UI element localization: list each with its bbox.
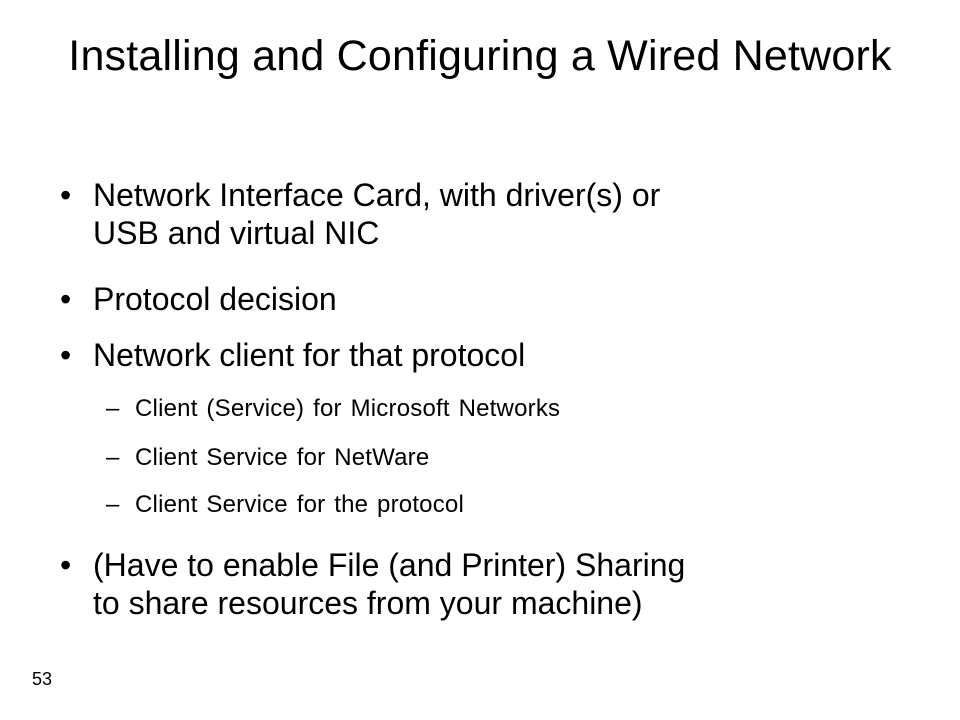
sub-bullet-text: Client (Service) for Microsoft Networks [135, 395, 561, 422]
bullet-text: Network Interface Card, with driver(s) o… [93, 177, 661, 251]
page-number: 53 [32, 669, 53, 689]
sub-bullet-marker: – [106, 444, 120, 471]
sub-bullet-marker: – [106, 491, 120, 518]
bullet-text: Network client for that protocol [93, 337, 526, 373]
sub-bullet-marker: – [106, 395, 120, 422]
slide-title: Installing and Configuring a Wired Netwo… [68, 32, 892, 80]
bullet-marker: • [60, 281, 72, 317]
bullet-marker: • [60, 337, 72, 373]
bullet-text: Protocol decision [93, 281, 337, 317]
bullet-text: (Have to enable File (and Printer) Shari… [93, 547, 686, 621]
sub-bullet-text: Client Service for NetWare [135, 444, 430, 471]
bullet-marker: • [60, 177, 72, 213]
bullet-marker: • [60, 547, 72, 583]
sub-bullet-text: Client Service for the protocol [135, 491, 465, 518]
